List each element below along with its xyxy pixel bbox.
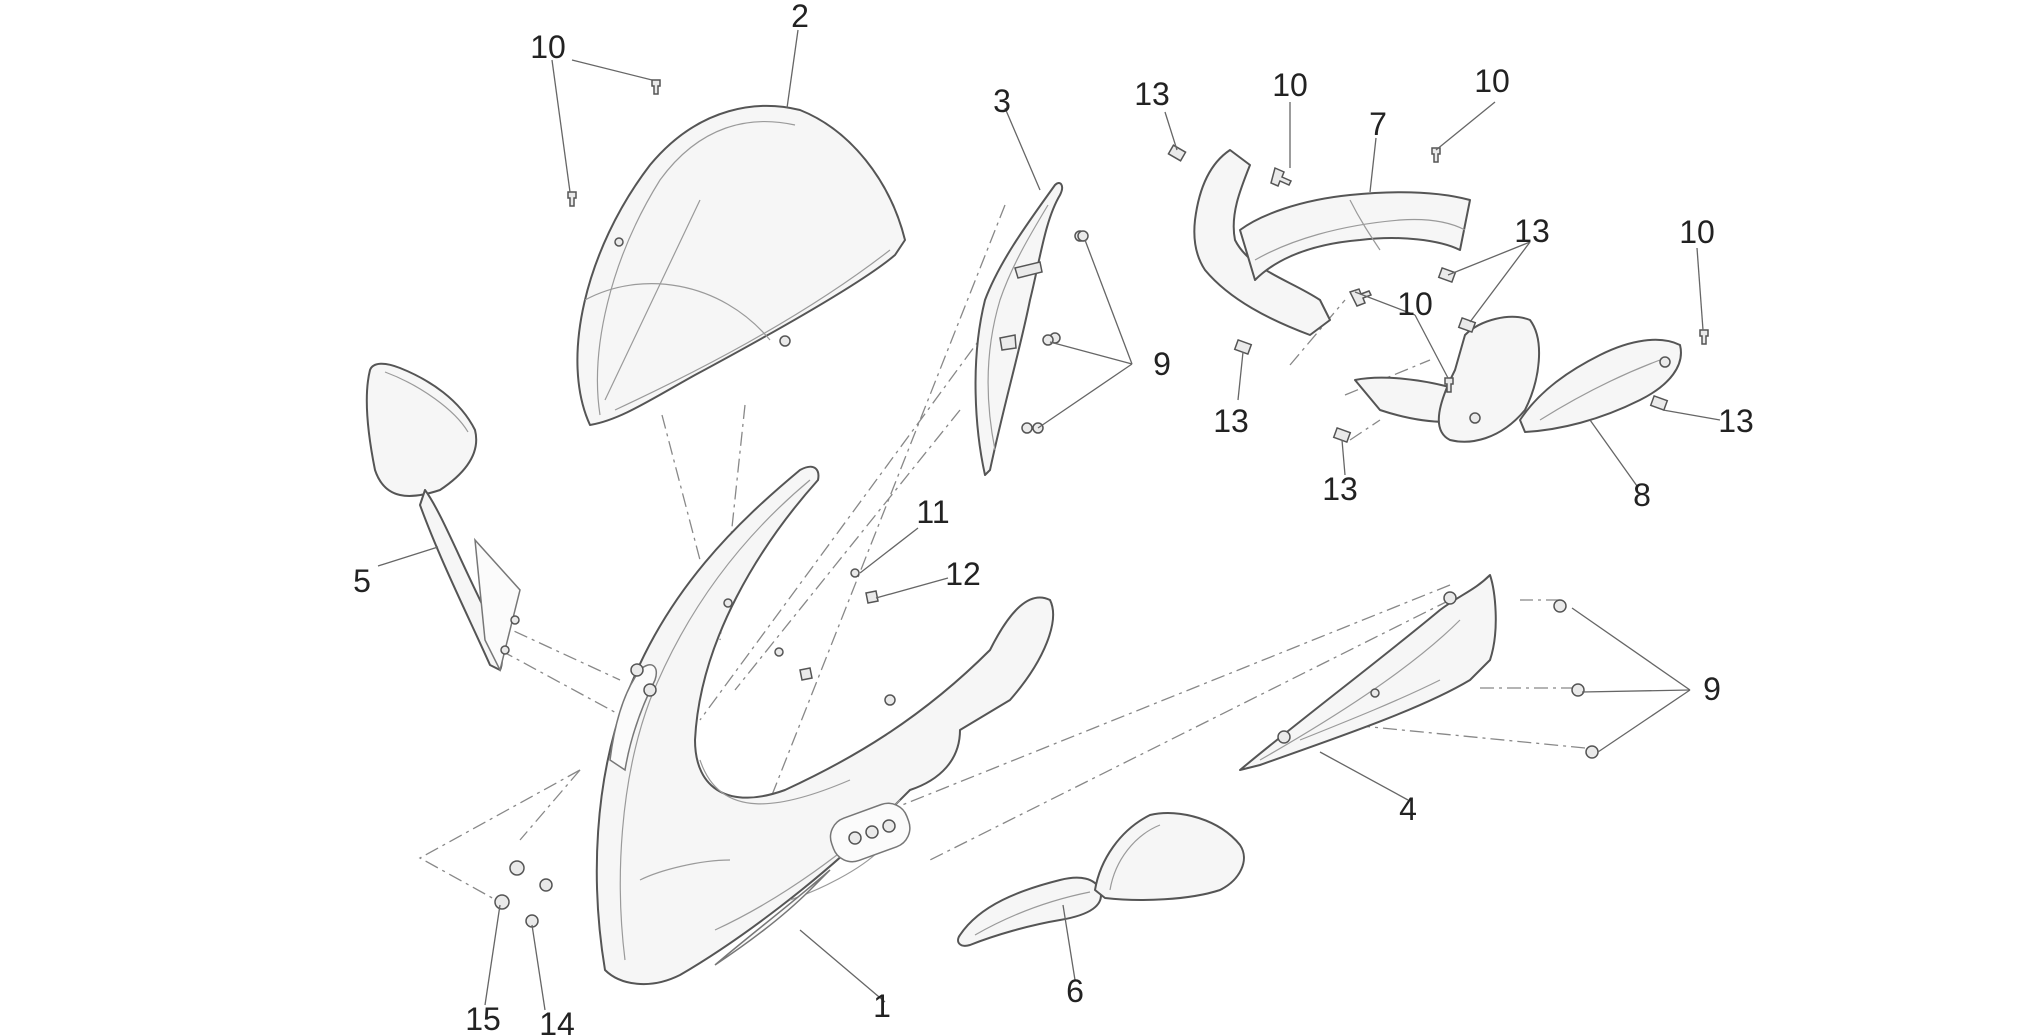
lower-bracket — [1354, 315, 1682, 443]
inner-panel-left — [974, 182, 1086, 476]
callout-7: 7 — [1369, 106, 1387, 142]
assembly-lines — [418, 204, 1586, 906]
callout-5: 5 — [353, 563, 371, 599]
callout-13-right: 13 — [1718, 403, 1754, 439]
callout-3: 3 — [993, 83, 1011, 119]
callout-15: 15 — [465, 1001, 501, 1035]
callout-10-bracket-top: 10 — [1474, 63, 1510, 99]
callout-13-mid-left: 13 — [1213, 403, 1249, 439]
callout-10-bracket-mid: 10 — [1397, 286, 1433, 322]
callout-14: 14 — [539, 1006, 575, 1035]
callout-10-bracket-right: 10 — [1679, 214, 1715, 250]
callout-6: 6 — [1066, 973, 1084, 1009]
callout-8: 8 — [1633, 477, 1651, 513]
callout-13-top-left: 13 — [1134, 76, 1170, 112]
callout-4: 4 — [1399, 791, 1417, 827]
mirror-right — [957, 812, 1245, 947]
leader-lines — [377, 29, 1721, 1011]
callout-12: 12 — [945, 556, 981, 592]
mirror-left — [365, 362, 521, 673]
upper-bracket — [1193, 149, 1471, 336]
callout-9-upper: 9 — [1153, 346, 1171, 382]
callout-9-lower: 9 — [1703, 671, 1721, 707]
callout-11: 11 — [916, 494, 949, 530]
callout-1: 1 — [873, 988, 891, 1024]
callout-2: 2 — [791, 0, 809, 34]
callout-10-windscreen: 10 — [530, 29, 566, 65]
hardware — [494, 79, 1709, 928]
callout-10-bracket-left: 10 — [1272, 67, 1308, 103]
front-fairing — [595, 465, 1055, 986]
callout-13-right-top: 13 — [1514, 213, 1550, 249]
side-panel-right — [1239, 574, 1599, 771]
callout-labels: 1 2 3 4 5 6 7 8 9 9 10 10 10 10 10 11 12… — [353, 0, 1754, 1035]
callout-13-bottom: 13 — [1322, 471, 1358, 507]
windscreen — [576, 105, 906, 426]
